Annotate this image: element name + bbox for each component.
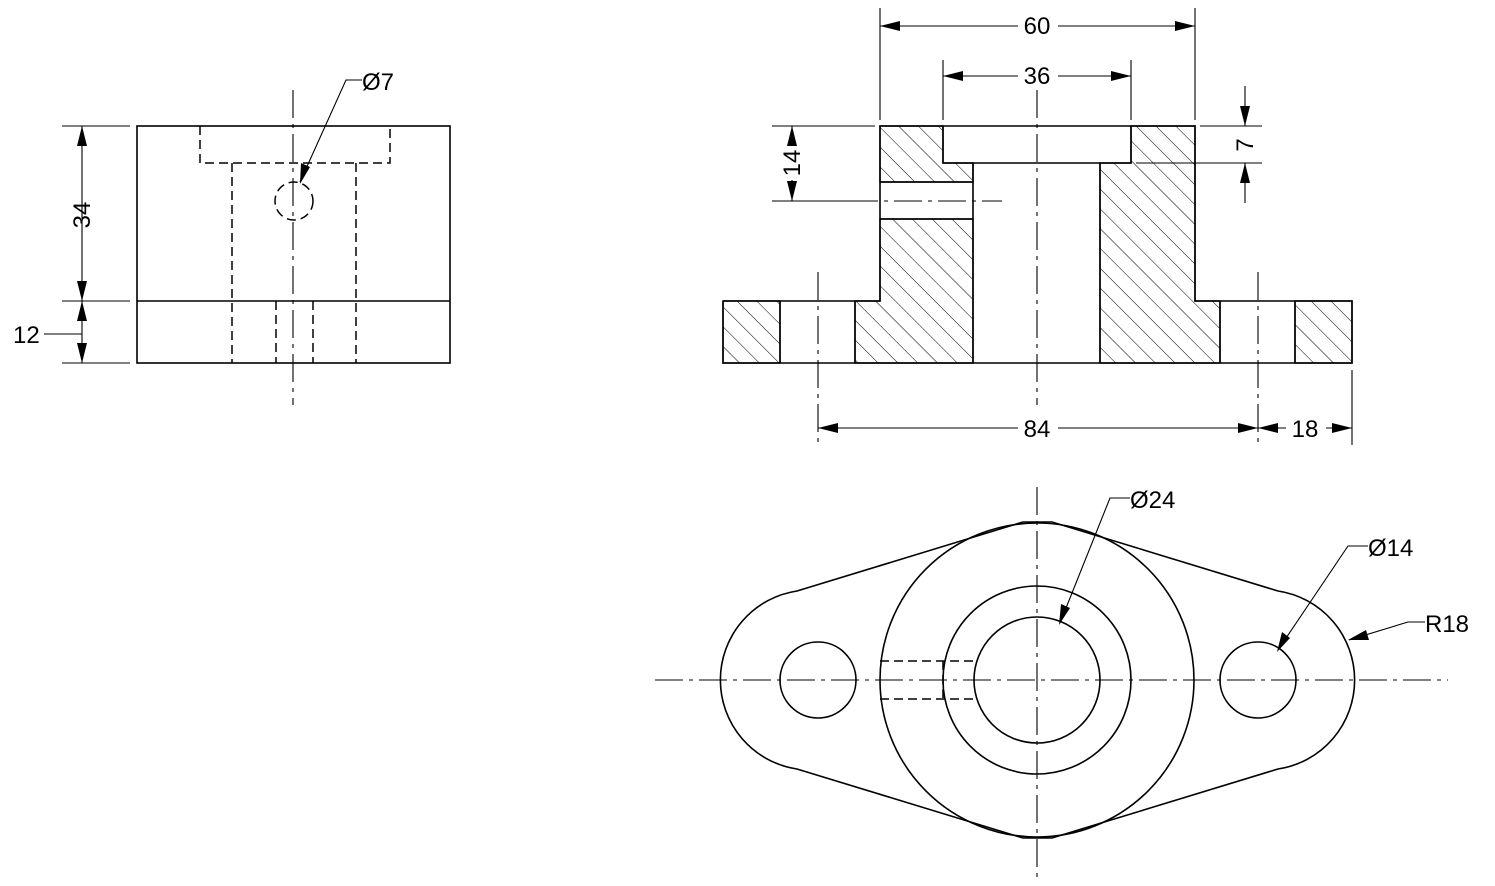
front-outline bbox=[722, 125, 1353, 364]
arrowhead bbox=[1348, 630, 1369, 640]
dim-text-mask bbox=[1018, 62, 1058, 88]
leader-radius-18 bbox=[1348, 621, 1425, 641]
leader-diameter-14 bbox=[1277, 545, 1368, 651]
arrowhead bbox=[77, 301, 87, 321]
arrowhead bbox=[787, 126, 797, 146]
arrowhead bbox=[1332, 423, 1352, 433]
arrowhead bbox=[1238, 423, 1258, 433]
front-section-view: 60 36 14 7 84 18 bbox=[722, 8, 1353, 445]
top-view-flange-outline bbox=[719, 521, 1356, 839]
arrowhead bbox=[77, 126, 87, 146]
arrowhead bbox=[1175, 21, 1195, 31]
arrowhead bbox=[943, 71, 963, 81]
arrowhead bbox=[77, 281, 87, 301]
dim-text-mask bbox=[780, 146, 804, 180]
dim-text-mask bbox=[1018, 12, 1058, 38]
hatch-left-body bbox=[854, 218, 974, 364]
arrowhead bbox=[1258, 423, 1278, 433]
arrowhead bbox=[880, 21, 900, 31]
arrowhead bbox=[1277, 632, 1290, 652]
arrowhead bbox=[1059, 604, 1070, 625]
leader-diameter-7 bbox=[299, 79, 362, 183]
arrowhead bbox=[77, 343, 87, 363]
dim-60: 60 bbox=[1024, 13, 1051, 40]
dim-text-mask bbox=[1018, 414, 1058, 440]
dim-diameter-14: Ø14 bbox=[1368, 535, 1413, 562]
hatch-left-top bbox=[879, 125, 974, 183]
hatch-right-flange bbox=[1294, 300, 1353, 364]
dim-84: 84 bbox=[1024, 416, 1051, 443]
arrowhead bbox=[1111, 71, 1131, 81]
hatch-right-body bbox=[1099, 125, 1221, 364]
dim-18: 18 bbox=[1292, 416, 1319, 443]
arrowhead bbox=[300, 163, 310, 184]
dim-diameter-24: Ø24 bbox=[1130, 487, 1175, 514]
dim-34: 34 bbox=[69, 202, 96, 229]
front-counterbore bbox=[942, 126, 1132, 164]
side-view-hidden-counterbore bbox=[199, 126, 391, 164]
top-view: Ø24 Ø14 R18 bbox=[655, 487, 1469, 878]
side-view-hidden-cross-hole bbox=[274, 181, 314, 221]
side-view: 34 12 Ø7 bbox=[13, 69, 451, 405]
dim-radius-18: R18 bbox=[1425, 611, 1469, 638]
dim-12: 12 bbox=[13, 322, 40, 349]
dim-36: 36 bbox=[1024, 63, 1051, 90]
dim-text-mask bbox=[1286, 414, 1326, 440]
arrowhead bbox=[787, 181, 797, 201]
arrowhead bbox=[818, 423, 838, 433]
dim-7: 7 bbox=[1232, 138, 1259, 151]
hatch-left-flange bbox=[722, 300, 781, 364]
dim-diameter-7: Ø7 bbox=[362, 69, 394, 96]
arrowhead bbox=[1240, 106, 1250, 126]
leader-diameter-24 bbox=[1059, 497, 1130, 624]
dim-14: 14 bbox=[779, 150, 806, 177]
arrowhead bbox=[1240, 163, 1250, 183]
